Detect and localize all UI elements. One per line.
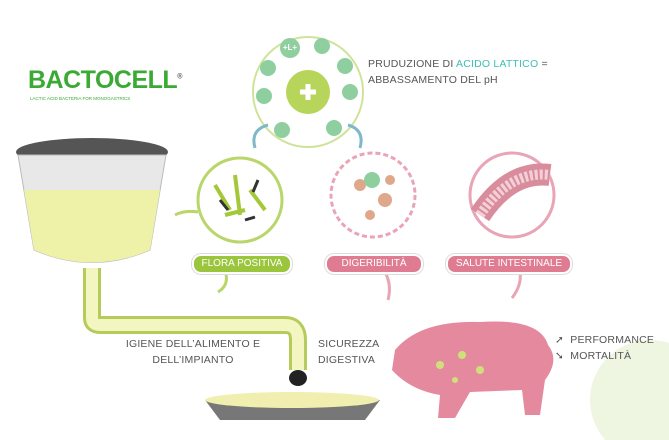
note-line2: ABBASSAMENTO DEL pH <box>368 74 498 86</box>
registered-mark: ® <box>177 73 182 81</box>
igiene-line1: IGIENE DELL’ALIMENTO E <box>125 338 261 350</box>
igiene-label: IGIENE DELL’ALIMENTO E DELL’IMPIANTO <box>118 336 268 368</box>
funnel-liquid <box>24 190 160 263</box>
nozzle <box>289 370 307 386</box>
sicurezza-label: SICUREZZA DIGESTIVA <box>318 336 379 368</box>
digest-circle <box>329 151 417 239</box>
igiene-line2: DELL’IMPIANTO <box>152 354 234 366</box>
arrow-up-icon: ➚ <box>555 334 564 346</box>
badge-salute: SALUTE INTESTINALE <box>446 254 572 274</box>
outcomes: ➚ PERFORMANCE ➘ MORTALITÀ <box>555 332 654 364</box>
arrow-down-icon: ➘ <box>555 350 564 362</box>
arrow-right <box>347 123 363 149</box>
note-prefix: PRUDUZIONE DI <box>368 58 456 70</box>
performance-label: PERFORMANCE <box>570 334 655 346</box>
mortalita-label: MORTALITÀ <box>570 350 632 362</box>
logo-tagline: LACTIC ACID BACTERIA FOR MONOGASTRICS <box>30 96 131 101</box>
pig <box>392 321 554 418</box>
lactic-acid-note: PRUDUZIONE DI ACIDO LATTICO = ABBASSAMEN… <box>368 56 548 88</box>
lplus-label: +L+ <box>282 43 298 52</box>
logo: BACTOCELL® <box>28 66 182 95</box>
bacteria <box>213 174 267 217</box>
note-suffix: = <box>538 58 548 70</box>
sicurezza-line1: SICUREZZA <box>318 338 380 350</box>
note-highlight: ACIDO LATTICO <box>455 58 539 70</box>
sicurezza-line2: DIGESTIVA <box>318 354 376 366</box>
logo-brand: BACTOCELL <box>28 66 178 94</box>
arrow-left <box>252 123 269 149</box>
decor-circle <box>590 340 669 440</box>
lactic-molecules <box>256 38 358 138</box>
lactic-circle <box>252 36 364 148</box>
badge-digest: DIGERIBILITÀ <box>325 254 423 274</box>
badge-flora: FLORA POSITIVA <box>192 254 292 274</box>
